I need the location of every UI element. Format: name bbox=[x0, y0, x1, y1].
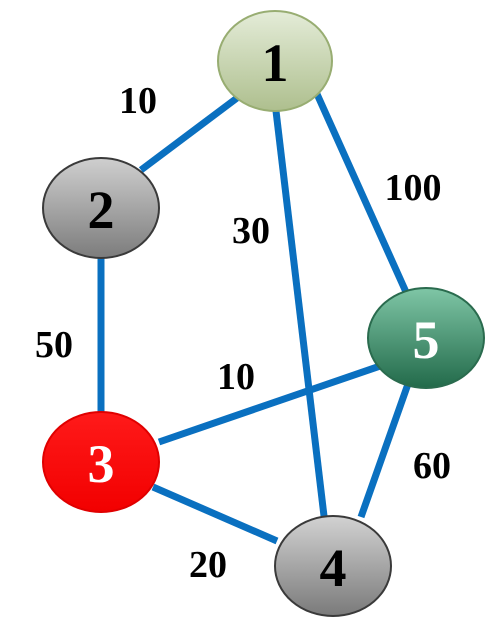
node-2: 2 bbox=[42, 157, 160, 259]
node-1-label: 1 bbox=[262, 33, 289, 93]
node-2-label: 2 bbox=[88, 180, 115, 240]
edge-weight-1-2: 10 bbox=[119, 80, 157, 122]
node-3-label: 3 bbox=[88, 434, 115, 494]
node-3-shape bbox=[42, 411, 160, 513]
edge-5-4 bbox=[357, 382, 412, 519]
nodes-layer: 1 2 3 4 5 bbox=[42, 10, 485, 617]
edge-weight-3-5: 10 bbox=[217, 356, 255, 398]
edges-layer bbox=[97, 92, 412, 545]
node-4-label: 4 bbox=[320, 538, 347, 598]
edge-weight-2-3: 50 bbox=[35, 324, 73, 366]
edge-1-5 bbox=[313, 92, 410, 294]
node-5-shape bbox=[367, 287, 485, 389]
node-1: 1 bbox=[217, 10, 333, 112]
edge-weight-1-5: 100 bbox=[385, 167, 442, 209]
edge-1-4 bbox=[272, 110, 328, 517]
node-1-shape bbox=[217, 10, 333, 112]
edge-weight-5-4: 60 bbox=[413, 445, 451, 487]
node-4-shape bbox=[274, 515, 392, 617]
node-3: 3 bbox=[42, 411, 160, 513]
edge-3-5 bbox=[157, 360, 388, 446]
node-5-label: 5 bbox=[413, 310, 440, 370]
edge-1-2 bbox=[138, 95, 240, 173]
node-5: 5 bbox=[367, 287, 485, 389]
node-4: 4 bbox=[274, 515, 392, 617]
node-2-shape bbox=[42, 157, 160, 259]
edge-weight-3-4: 20 bbox=[189, 544, 227, 586]
edge-3-4 bbox=[151, 483, 279, 545]
edge-weight-1-4: 30 bbox=[232, 210, 270, 252]
edge-weights-layer: 10 30 100 50 10 20 60 bbox=[35, 80, 451, 586]
